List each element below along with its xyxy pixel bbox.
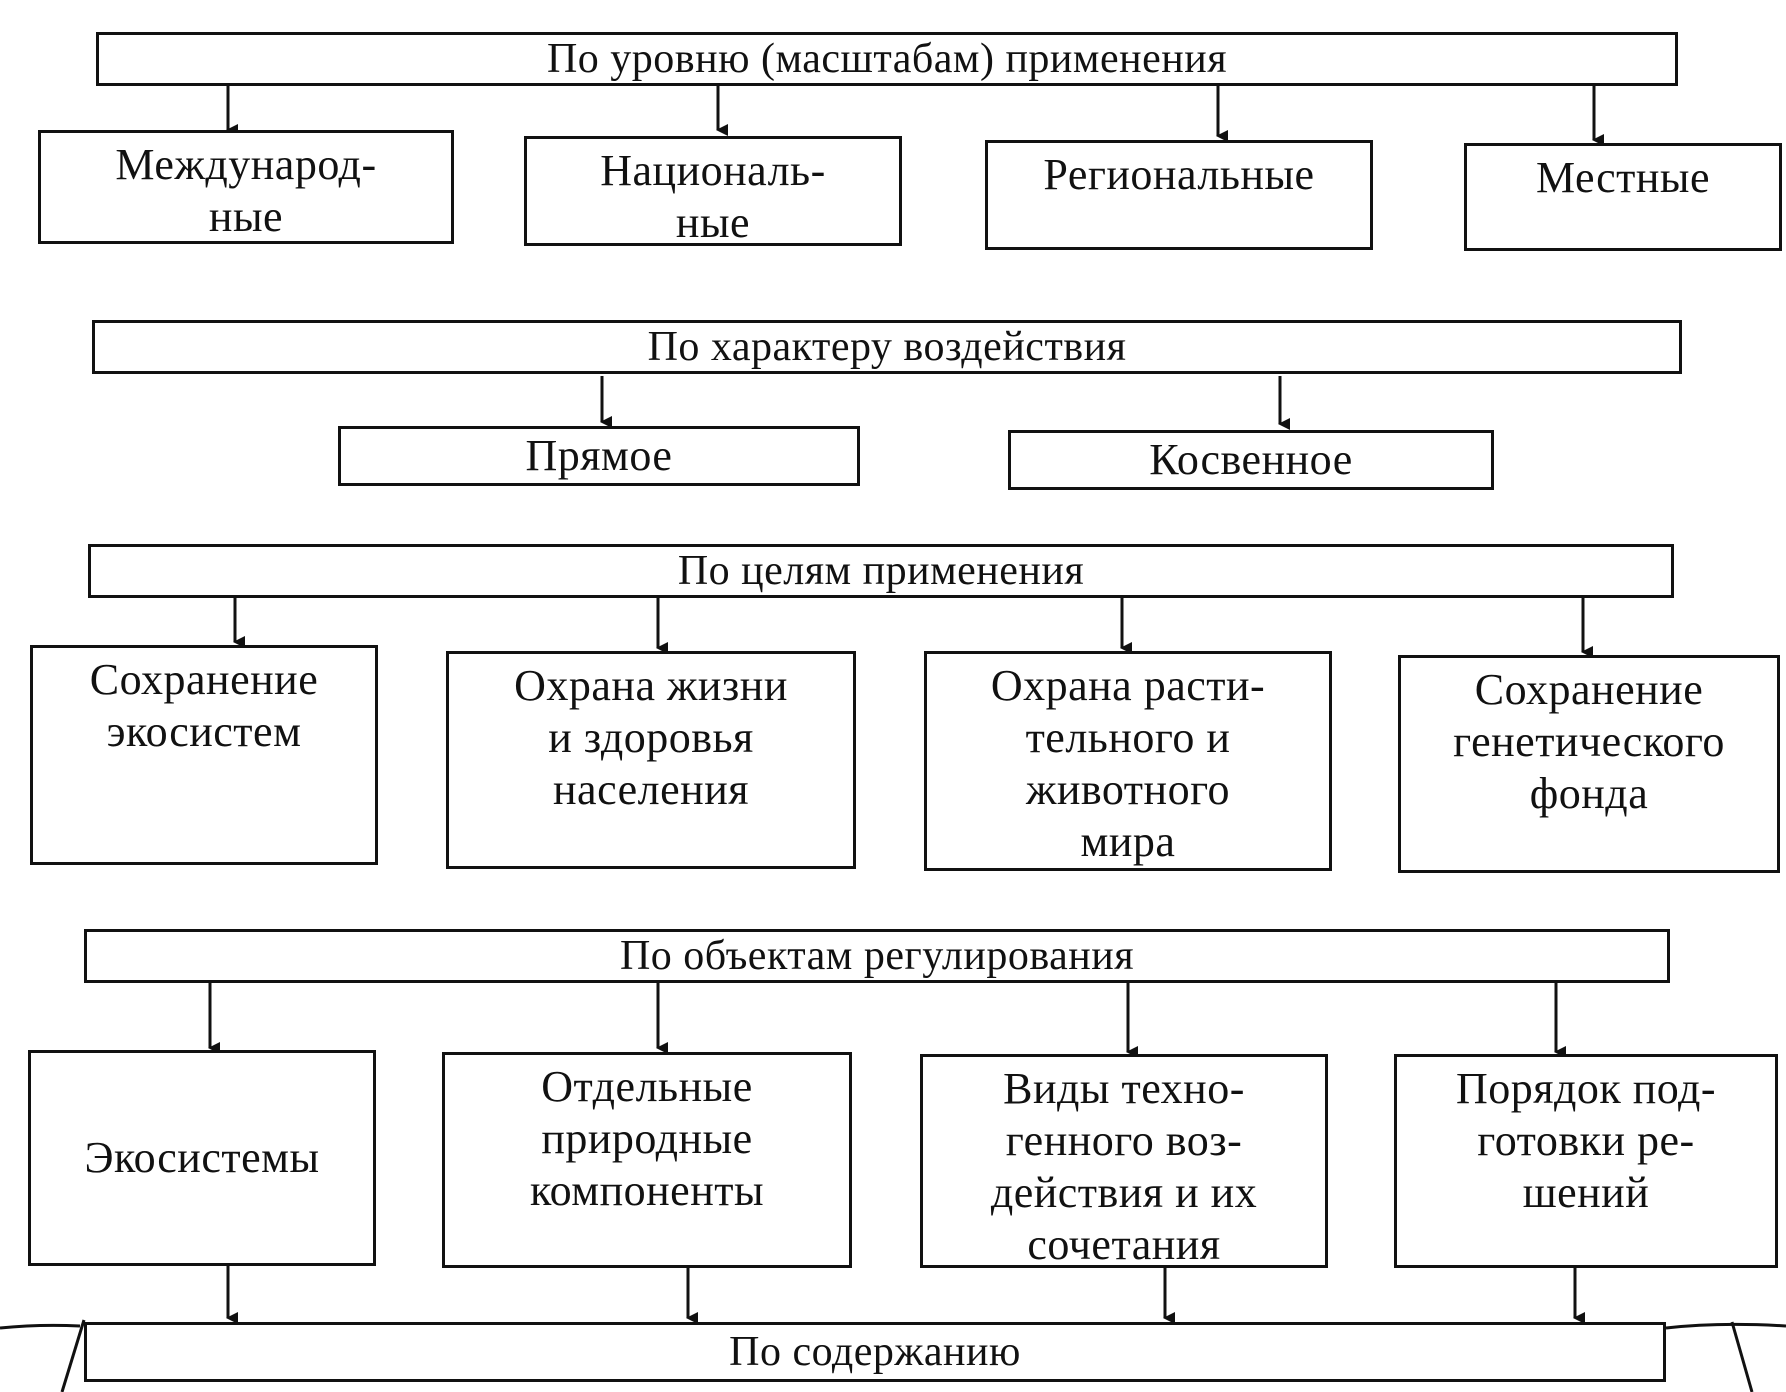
goal-flora-fauna-box: Охрана расти- тельного и животного мира — [924, 651, 1332, 871]
category-objects-header: По объектам регулирования — [84, 929, 1670, 983]
scan-edge-marks — [0, 1319, 1786, 1392]
object-technogenic-box: Виды техно- генного воз- действия и их с… — [920, 1054, 1328, 1269]
impact-direct-box: Прямое — [338, 426, 860, 486]
level-regional-box: Региональные — [985, 140, 1373, 250]
goal-ecosystems-box: Сохранение экосистем — [30, 645, 378, 865]
category-content-header: По содержанию — [84, 1322, 1666, 1382]
object-components-box: Отдельные природные компоненты — [442, 1052, 852, 1268]
object-decisions-box: Порядок под- готовки ре- шений — [1394, 1054, 1778, 1268]
level-local-box: Местные — [1464, 143, 1782, 251]
level-national-box: Националь- ные — [524, 136, 902, 247]
object-ecosystems-box: Экосистемы — [28, 1050, 376, 1266]
category-impact-header: По характеру воздействия — [92, 320, 1682, 374]
goal-health-box: Охрана жизни и здоровья населения — [446, 651, 856, 869]
impact-indirect-box: Косвенное — [1008, 430, 1494, 490]
category-level-header: По уровню (масштабам) применения — [96, 32, 1678, 86]
category-goals-header: По целям применения — [88, 544, 1674, 598]
level-international-box: Международ- ные — [38, 130, 454, 244]
goal-genetic-box: Сохранение генетического фонда — [1398, 655, 1780, 873]
